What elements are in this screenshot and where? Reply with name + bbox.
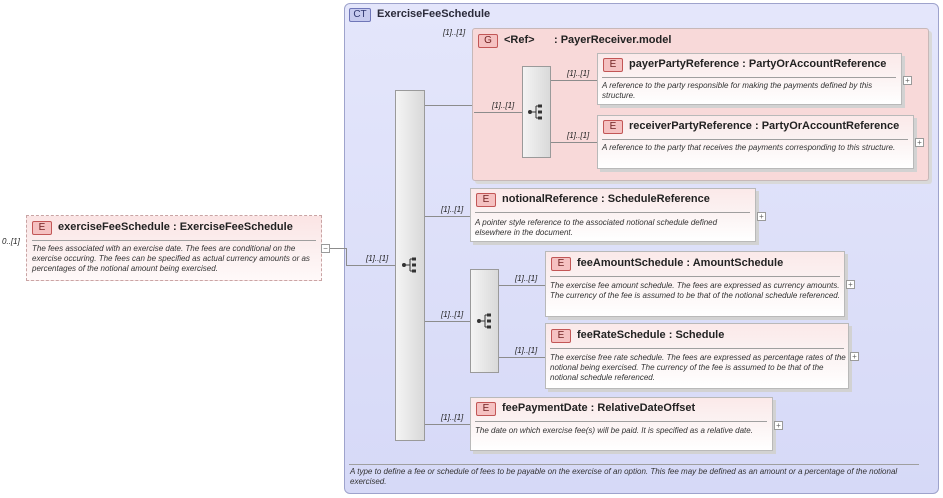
- receiver-multiplicity: [1]..[1]: [567, 131, 590, 140]
- group-multiplicity: [1]..[1]: [443, 28, 466, 37]
- connector-group-to-sequence: [474, 112, 523, 113]
- notional-description: A pointer style reference to the associa…: [475, 218, 718, 237]
- connector-root-vertical: [346, 248, 347, 266]
- element-feeAmountSchedule[interactable]: [545, 251, 845, 317]
- element-payerPartyReference[interactable]: [597, 53, 902, 105]
- choice-multiplicity: [1]..[1]: [441, 310, 464, 319]
- receiver-name: receiverPartyReference : PartyOrAccountR…: [629, 120, 900, 132]
- root-multiplicity: 0..[1]: [2, 237, 20, 246]
- connector-to-payment-date: [425, 424, 471, 425]
- root-element-description: The fees associated with an exercise dat…: [32, 244, 310, 273]
- fee-amount-divider: [550, 276, 840, 277]
- connector-root-to-type: [330, 248, 346, 249]
- connector-to-choice: [425, 321, 471, 322]
- choice-icon: [477, 313, 491, 329]
- main-sequence-multiplicity: [1]..[1]: [366, 254, 389, 263]
- complex-type-badge: CT: [349, 8, 371, 22]
- notional-type-text: ScheduleReference: [607, 193, 710, 205]
- choice-compositor[interactable]: [470, 269, 499, 373]
- fee-amount-badge: E: [551, 257, 571, 271]
- payment-date-expand-toggle[interactable]: +: [774, 421, 783, 430]
- receiver-description: A reference to the party that receives t…: [602, 143, 896, 152]
- payment-date-name-text: feePaymentDate: [502, 402, 588, 414]
- group-name: : PayerReceiver.model: [554, 34, 672, 46]
- connector-to-group: [425, 105, 473, 106]
- fee-rate-description: The exercise free rate schedule. The fee…: [550, 353, 846, 382]
- element-notionalReference[interactable]: [470, 188, 756, 242]
- group-badge: G: [478, 34, 498, 48]
- root-element-exerciseFeeSchedule[interactable]: [26, 215, 322, 281]
- root-collapse-toggle[interactable]: −: [321, 244, 330, 253]
- payment-date-name: feePaymentDate : RelativeDateOffset: [502, 402, 696, 414]
- notional-name: notionalReference : ScheduleReference: [502, 193, 710, 205]
- root-type-text: ExerciseFeeSchedule: [179, 221, 293, 233]
- payment-date-description: The date on which exercise fee(s) will b…: [475, 426, 753, 435]
- fee-rate-name: feeRateSchedule : Schedule: [577, 329, 725, 341]
- fee-rate-multiplicity: [1]..[1]: [515, 346, 538, 355]
- notional-expand-toggle[interactable]: +: [757, 212, 766, 221]
- payer-badge: E: [603, 58, 623, 72]
- payment-date-divider: [475, 421, 767, 422]
- payer-multiplicity: [1]..[1]: [567, 69, 590, 78]
- fee-amount-name: feeAmountSchedule : AmountSchedule: [577, 257, 784, 269]
- notional-multiplicity: [1]..[1]: [441, 205, 464, 214]
- notional-badge: E: [476, 193, 496, 207]
- complex-type-description: A type to define a fee or schedule of fe…: [350, 467, 898, 486]
- complex-type-footer-divider: [349, 464, 919, 465]
- notional-name-text: notionalReference: [502, 193, 598, 205]
- payer-name: payerPartyReference : PartyOrAccountRefe…: [629, 58, 887, 70]
- payment-date-type-text: RelativeDateOffset: [597, 402, 696, 414]
- receiver-divider: [602, 139, 908, 140]
- fee-amount-description: The exercise fee amount schedule. The fe…: [550, 281, 840, 300]
- fee-rate-expand-toggle[interactable]: +: [850, 352, 859, 361]
- connector-to-payer: [551, 80, 599, 81]
- payment-date-multiplicity: [1]..[1]: [441, 413, 464, 422]
- root-element-divider: [32, 240, 316, 241]
- fee-rate-divider: [550, 348, 844, 349]
- root-element-name: exerciseFeeSchedule : ExerciseFeeSchedul…: [58, 221, 293, 233]
- payer-description: A reference to the party responsible for…: [602, 81, 873, 100]
- connector-to-fee-rate: [499, 357, 546, 358]
- receiver-type-text: PartyOrAccountReference: [761, 120, 900, 132]
- sequence-icon: [402, 257, 416, 273]
- group-sequence-icon: [528, 104, 542, 120]
- payer-expand-toggle[interactable]: +: [903, 76, 912, 85]
- fee-rate-name-text: feeRateSchedule: [577, 329, 666, 341]
- fee-amount-type-text: AmountSchedule: [692, 257, 784, 269]
- payer-divider: [602, 77, 896, 78]
- notional-divider: [475, 212, 750, 213]
- fee-rate-type-text: Schedule: [675, 329, 725, 341]
- connector-to-main-sequence: [346, 265, 396, 266]
- payer-type-text: PartyOrAccountReference: [748, 58, 887, 70]
- element-receiverPartyReference[interactable]: [597, 115, 914, 169]
- connector-to-receiver: [551, 142, 599, 143]
- fee-amount-multiplicity: [1]..[1]: [515, 274, 538, 283]
- element-feeRateSchedule[interactable]: [545, 323, 849, 389]
- root-name-text: exerciseFeeSchedule: [58, 221, 170, 233]
- fee-amount-expand-toggle[interactable]: +: [846, 280, 855, 289]
- group-ref-label: <Ref>: [504, 34, 535, 46]
- element-feePaymentDate[interactable]: [470, 397, 773, 451]
- fee-rate-badge: E: [551, 329, 571, 343]
- connector-to-notional: [425, 216, 471, 217]
- connector-to-fee-amount: [499, 285, 546, 286]
- payment-date-badge: E: [476, 402, 496, 416]
- fee-amount-name-text: feeAmountSchedule: [577, 257, 684, 269]
- group-sequence-multiplicity: [1]..[1]: [492, 101, 515, 110]
- receiver-badge: E: [603, 120, 623, 134]
- payer-name-text: payerPartyReference: [629, 58, 740, 70]
- receiver-expand-toggle[interactable]: +: [915, 138, 924, 147]
- complex-type-title: ExerciseFeeSchedule: [377, 8, 491, 20]
- receiver-name-text: receiverPartyReference: [629, 120, 752, 132]
- root-element-badge: E: [32, 221, 52, 235]
